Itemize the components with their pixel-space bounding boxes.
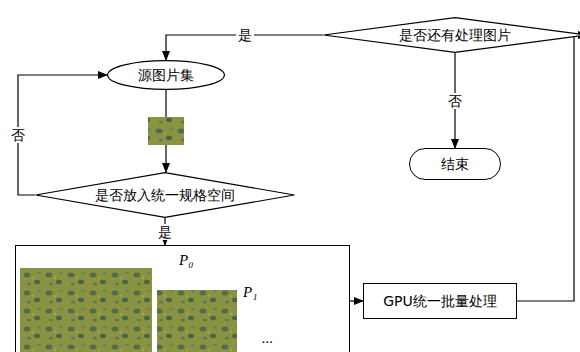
decision-diamond: 是否还有处理图片 (323, 17, 580, 53)
diamond-shape (36, 173, 295, 218)
image-p0 (20, 268, 152, 352)
node-text: GPU统一批量处理 (383, 293, 497, 309)
image-label: P₁ (243, 284, 257, 300)
process-box: GPU统一批量处理 (363, 283, 517, 319)
edge-label: 是 (156, 224, 174, 240)
ellipse-shape (108, 61, 225, 90)
diamond-shape (324, 18, 580, 53)
start-ellipse: 源图片集 (107, 60, 225, 90)
node-text: 是否放入统一规格空间 (95, 187, 235, 203)
source-image (148, 117, 184, 145)
image-label: P₀ (179, 252, 193, 268)
node-text: 是否还有处理图片 (399, 27, 511, 43)
flow-arrow (350, 300, 363, 301)
edge-label: 是 (236, 27, 254, 43)
edge-label: 否 (9, 127, 27, 143)
node-text: 源图片集 (138, 67, 194, 83)
node-text: 结束 (441, 156, 469, 172)
image-label: ... (262, 330, 273, 346)
flow-arrow (517, 35, 580, 301)
edge-label: 否 (446, 93, 464, 109)
decision-diamond: 是否放入统一规格空间 (35, 172, 295, 218)
flow-arrow (18, 75, 107, 195)
image-p1 (157, 290, 237, 352)
image-space-box: P₀ P₁... (15, 245, 350, 352)
end-terminal: 结束 (409, 148, 501, 180)
